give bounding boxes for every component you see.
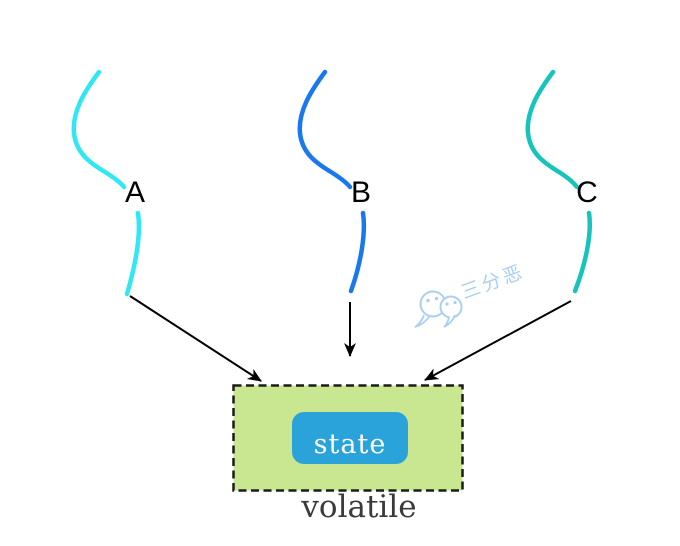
thread-a: A — [71, 69, 145, 297]
thread-c-lower-curve — [572, 210, 592, 294]
thread-b-upper-curve — [297, 69, 353, 190]
state-button-label: state — [314, 429, 387, 460]
thread-b-lower-curve — [348, 210, 367, 294]
watermark-bubble-left-tail — [414, 314, 430, 328]
thread-a-upper-curve — [71, 69, 127, 190]
watermark-text: 三分恶 — [458, 260, 528, 303]
thread-c-label: C — [576, 176, 598, 209]
thread-a-label: A — [125, 176, 145, 209]
thread-c: C — [525, 69, 598, 294]
volatile-caption: volatile — [300, 489, 416, 525]
arrows — [129, 295, 572, 382]
thread-c-upper-curve — [525, 69, 580, 190]
watermark-bubble-right — [439, 295, 463, 319]
watermark-left-eye-1 — [426, 298, 430, 303]
thread-a-lower-curve — [124, 210, 142, 297]
arrow-c-to-state — [424, 300, 572, 381]
watermark-bubble-right-tail — [443, 314, 456, 328]
watermark-left-eye-2 — [434, 296, 439, 301]
state-button — [292, 412, 408, 464]
watermark-right-eye-2 — [453, 300, 457, 305]
arrow-a-to-state — [129, 295, 262, 382]
watermark-right-eye-1 — [445, 302, 449, 306]
thread-b: B — [297, 69, 371, 294]
volatile-box-group: state volatile — [232, 384, 464, 525]
wechat-bubbles-icon — [414, 290, 463, 328]
thread-b-label: B — [351, 176, 371, 209]
watermark: 三分恶 — [414, 260, 528, 328]
